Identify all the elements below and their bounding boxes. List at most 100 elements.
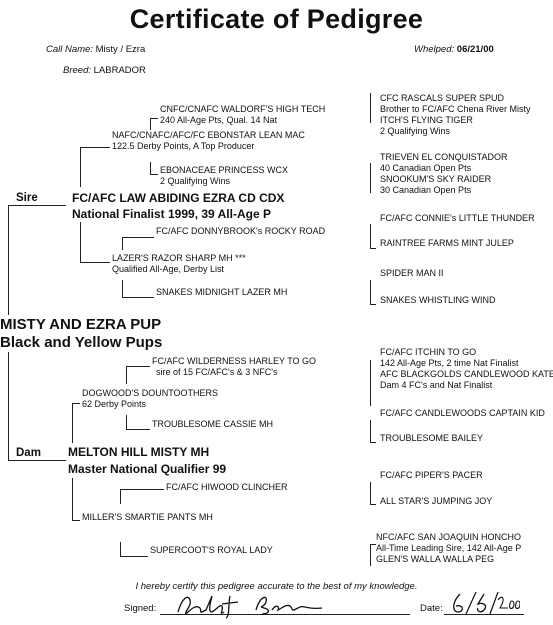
gen3-line bbox=[150, 118, 158, 119]
sire-name: FC/AFC LAW ABIDING EZRA CD CDX bbox=[72, 191, 285, 205]
dam-dam-dam: SUPERCOOT'S ROYAL LADY bbox=[150, 545, 273, 556]
pedigree-name: NFC/AFC SAN JOAQUIN HONCHO bbox=[376, 532, 522, 542]
gen4-line bbox=[370, 248, 376, 249]
pedigree-name: FC/AFC DONNYBROOK's ROCKY ROAD bbox=[156, 226, 326, 236]
sire-sire: NAFC/CNAFC/AFC/FC EBONSTAR LEAN MAC 122.… bbox=[112, 130, 305, 152]
handwritten-date bbox=[453, 591, 520, 615]
gen2-line bbox=[72, 403, 80, 404]
gen3-line bbox=[150, 118, 151, 130]
pedigree-name: ALL STAR'S JUMPING JOY bbox=[380, 496, 493, 506]
pedigree-name: TROUBLESOME CASSIE MH bbox=[152, 419, 274, 429]
pedigree-name: AFC BLACKGOLDS CANDLEWOOD KATE bbox=[380, 369, 553, 379]
dam-note: Master National Qualifier 99 bbox=[68, 462, 227, 476]
pedigree-name: DOGWOOD'S DOUNTOOTHERS bbox=[82, 388, 219, 398]
gen3-line bbox=[120, 489, 121, 504]
pedigree-name: SNAKES MIDNIGHT LAZER MH bbox=[156, 287, 288, 297]
pedigree-note: 2 Qualifying Wins bbox=[160, 176, 231, 186]
sire-connector bbox=[8, 205, 66, 206]
whelped-value: 06/21/00 bbox=[456, 44, 494, 55]
sire-trunk-line bbox=[8, 205, 9, 315]
gen4-candlewoods: FC/AFC CANDLEWOODS CAPTAIN KID bbox=[380, 408, 545, 419]
gen2-line bbox=[80, 262, 110, 263]
gen4-trieven: TRIEVEN EL CONQUISTADOR 40 Canadian Open… bbox=[380, 152, 508, 196]
gen3-line bbox=[150, 174, 158, 175]
pedigree-note: 62 Derby Points bbox=[82, 399, 147, 409]
whelped-label: Whelped: bbox=[414, 44, 455, 55]
gen3-line bbox=[122, 280, 123, 297]
pedigree-name: FC/AFC WILDERNESS HARLEY TO GO bbox=[152, 356, 317, 366]
gen4-line bbox=[370, 93, 371, 123]
gen3-line bbox=[122, 237, 123, 250]
pedigree-name: CFC RASCALS SUPER SPUD bbox=[380, 93, 505, 103]
date-line bbox=[444, 614, 524, 615]
gen4-line bbox=[370, 544, 371, 566]
date-label: Date: bbox=[420, 603, 443, 614]
gen4-line bbox=[370, 224, 371, 248]
gen3-line bbox=[126, 429, 150, 430]
gen2-line bbox=[72, 520, 80, 521]
gen3-line bbox=[120, 489, 164, 490]
pedigree-name: FC/AFC CONNIE's LITTLE THUNDER bbox=[380, 213, 535, 223]
gen3-line bbox=[122, 237, 154, 238]
whelped-row: Whelped: 06/21/00 bbox=[414, 44, 494, 55]
pedigree-note: 40 Canadian Open Pts bbox=[380, 163, 472, 173]
pedigree-name: SUPERCOOT'S ROYAL LADY bbox=[150, 545, 273, 555]
gen4-line bbox=[370, 504, 376, 505]
pedigree-note: Dam 4 FC's and Nat Finalist bbox=[380, 380, 493, 390]
gen4-all-star: ALL STAR'S JUMPING JOY bbox=[380, 496, 492, 507]
pedigree-name: FC/AFC HIWOOD CLINCHER bbox=[166, 482, 288, 492]
breed-label: Breed: bbox=[63, 65, 91, 76]
breed-row: Breed: LABRADOR bbox=[63, 65, 146, 76]
gen4-line bbox=[370, 420, 371, 442]
subject-colors: Black and Yellow Pups bbox=[0, 334, 163, 351]
pedigree-name: SNOOKUM'S SKY RAIDER bbox=[380, 174, 492, 184]
subject-name: MISTY AND EZRA PUP bbox=[0, 316, 162, 333]
dam-connector bbox=[8, 460, 66, 461]
pedigree-name: SPIDER MAN II bbox=[380, 268, 444, 278]
dam-trunk-line bbox=[8, 352, 9, 460]
gen4-pipers: FC/AFC PIPER'S PACER bbox=[380, 470, 483, 481]
pedigree-name: CNFC/CNAFC WALDORF'S HIGH TECH bbox=[160, 104, 326, 114]
signed-label: Signed: bbox=[124, 603, 157, 614]
pedigree-note: 2 Qualifying Wins bbox=[380, 126, 451, 136]
dam-sire: DOGWOOD'S DOUNTOOTHERS 62 Derby Points bbox=[82, 388, 218, 410]
sire-dam-sire: FC/AFC DONNYBROOK's ROCKY ROAD bbox=[156, 226, 325, 237]
gen3-line bbox=[122, 297, 154, 298]
pedigree-name: TROUBLESOME BAILEY bbox=[380, 433, 484, 443]
gen3-line bbox=[120, 542, 121, 556]
gen4-itchin: FC/AFC ITCHIN TO GO 142 All-Age Pts, 2 t… bbox=[380, 347, 553, 391]
pedigree-name: EBONACEAE PRINCESS WCX bbox=[160, 165, 289, 175]
pedigree-name: RAINTREE FARMS MINT JULEP bbox=[380, 238, 514, 248]
gen3-line bbox=[150, 162, 151, 174]
gen4-line bbox=[370, 544, 376, 545]
certificate-title: Certificate of Pedigree bbox=[129, 4, 424, 34]
pedigree-name: NAFC/CNAFC/AFC/FC EBONSTAR LEAN MAC bbox=[112, 130, 305, 140]
sire-dam-dam: SNAKES MIDNIGHT LAZER MH bbox=[156, 287, 287, 298]
dam-dam-sire: FC/AFC HIWOOD CLINCHER bbox=[166, 482, 288, 493]
gen4-line bbox=[370, 280, 371, 304]
gen4-line bbox=[370, 360, 371, 406]
gen4-raintree: RAINTREE FARMS MINT JULEP bbox=[380, 238, 514, 249]
dam-sire-dam: TROUBLESOME CASSIE MH bbox=[152, 419, 273, 430]
signature-line bbox=[160, 614, 410, 615]
call-name-row: Call Name: Misty / Ezra bbox=[46, 44, 145, 55]
pedigree-name: MILLER'S SMARTIE PANTS MH bbox=[82, 512, 213, 522]
pedigree-note: sire of 15 FC/AFC's & 3 NFC's bbox=[156, 367, 278, 377]
dam-sire-sire: FC/AFC WILDERNESS HARLEY TO GO sire of 1… bbox=[152, 356, 316, 378]
sire-role-label: Sire bbox=[16, 192, 38, 204]
pedigree-note: Qualified All-Age, Derby List bbox=[112, 264, 225, 274]
pedigree-name: LAZER'S RAZOR SHARP MH *** bbox=[112, 253, 246, 263]
gen4-spiderman: SPIDER MAN II bbox=[380, 268, 444, 279]
pedigree-name: ITCH'S FLYING TIGER bbox=[380, 115, 473, 125]
call-name-value: Misty / Ezra bbox=[95, 44, 146, 55]
gen3-line bbox=[120, 556, 148, 557]
gen4-connie: FC/AFC CONNIE's LITTLE THUNDER bbox=[380, 213, 535, 224]
pedigree-note: 122.5 Derby Points, A Top Producer bbox=[112, 141, 255, 151]
gen3-line bbox=[126, 415, 127, 429]
pedigree-name: TRIEVEN EL CONQUISTADOR bbox=[380, 152, 508, 162]
gen4-rascals: CFC RASCALS SUPER SPUD Brother to FC/AFC… bbox=[380, 93, 531, 137]
gen2-line bbox=[72, 403, 73, 443]
pedigree-note: 142 All-Age Pts, 2 time Nat Finalist bbox=[380, 358, 519, 368]
gen3-line bbox=[126, 366, 127, 384]
dam-role-label: Dam bbox=[16, 447, 41, 459]
